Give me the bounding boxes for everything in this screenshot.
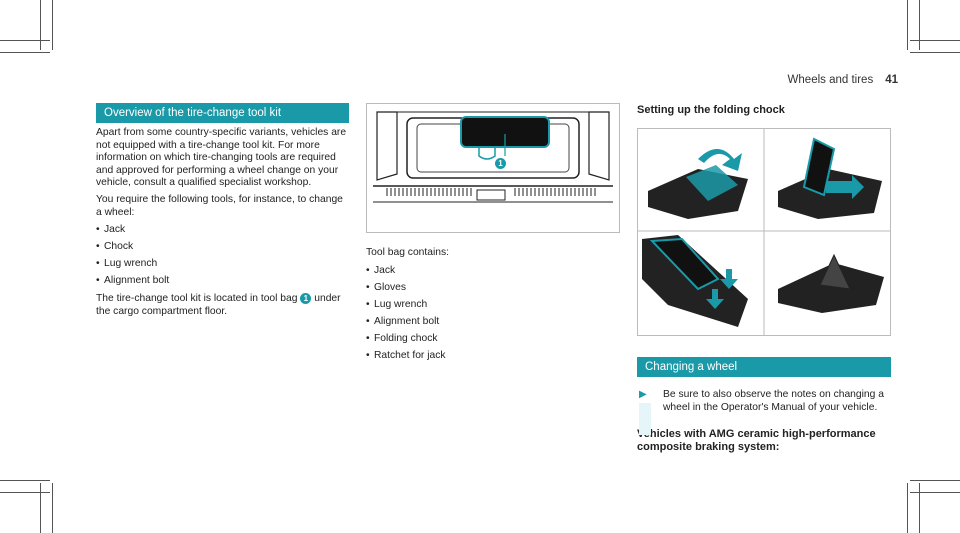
crop-mark [907,0,908,50]
list-item: Jack [96,221,349,238]
header-section: Wheels and tires [787,74,874,86]
crop-mark [0,52,50,53]
crop-mark [40,483,41,533]
crop-mark [40,0,41,50]
instruction-marker [639,403,651,435]
list-item: Lug wrench [366,296,620,313]
subhead-amg-brakes: Vehicles with AMG ceramic high-perform­a… [637,428,876,454]
list-item: Jack [366,262,620,279]
column-folding-chock: Setting up the folding chock Changing a … [637,103,891,454]
crop-mark [52,0,53,50]
play-arrow-icon: ▶ [639,389,647,400]
crop-mark [910,492,960,493]
callout-badge: 1 [300,293,312,305]
section-title-folding-chock: Setting up the folding chock [637,104,785,116]
list-item: Gloves [366,279,620,296]
crop-mark [910,52,960,53]
tools-list: Jack Chock Lug wrench Alignment bolt [96,221,349,289]
section-title-tool-kit: Overview of the tire-change tool kit [96,103,349,123]
list-item: Alignment bolt [96,272,349,289]
crop-mark [0,492,50,493]
crop-mark [910,480,960,481]
list-item: Chock [96,238,349,255]
tool-bag-list: Jack Gloves Lug wrench Alignment bolt Fo… [366,262,620,364]
figure-callout-badge: 1 [495,158,506,169]
list-item: Alignment bolt [366,313,620,330]
crop-mark [52,483,53,533]
instruction-text: Be sure to also observe the notes on cha… [663,389,884,413]
tool-bag-label: Tool bag contains: [366,247,450,258]
chock-steps-illustration [638,129,890,335]
folding-chock-figure [637,128,891,336]
crop-mark [0,480,50,481]
column-tool-bag: 1 Tool bag contains: Jack Gloves Lug wre… [366,103,620,364]
list-item: Folding chock [366,330,620,347]
cargo-floor-illustration [367,104,619,232]
page-number: 41 [885,74,898,86]
instruction-step: ▶ Be sure to also observe the notes on c… [637,389,891,435]
list-item: Lug wrench [96,255,349,272]
intro-paragraph: Apart from some country-specific variant… [96,127,347,189]
location-text: The tire-change tool kit is located in t… [96,293,298,305]
location-paragraph: The tire-change tool kit is located in t… [96,293,349,318]
section-title-changing-wheel: Changing a wheel [637,357,891,377]
location-text-end: under the cargo compartment floor. [96,293,341,317]
column-tool-kit: Overview of the tire-change tool kit Apa… [96,103,349,319]
crop-mark [907,483,908,533]
cargo-compartment-figure: 1 [366,103,620,233]
crop-mark [0,40,50,41]
crop-mark [919,0,920,50]
running-header: Wheels and tires 41 [788,74,898,86]
require-paragraph: You require the following tools, for ins… [96,193,343,218]
crop-mark [919,483,920,533]
crop-mark [910,40,960,41]
list-item: Ratchet for jack [366,347,620,364]
